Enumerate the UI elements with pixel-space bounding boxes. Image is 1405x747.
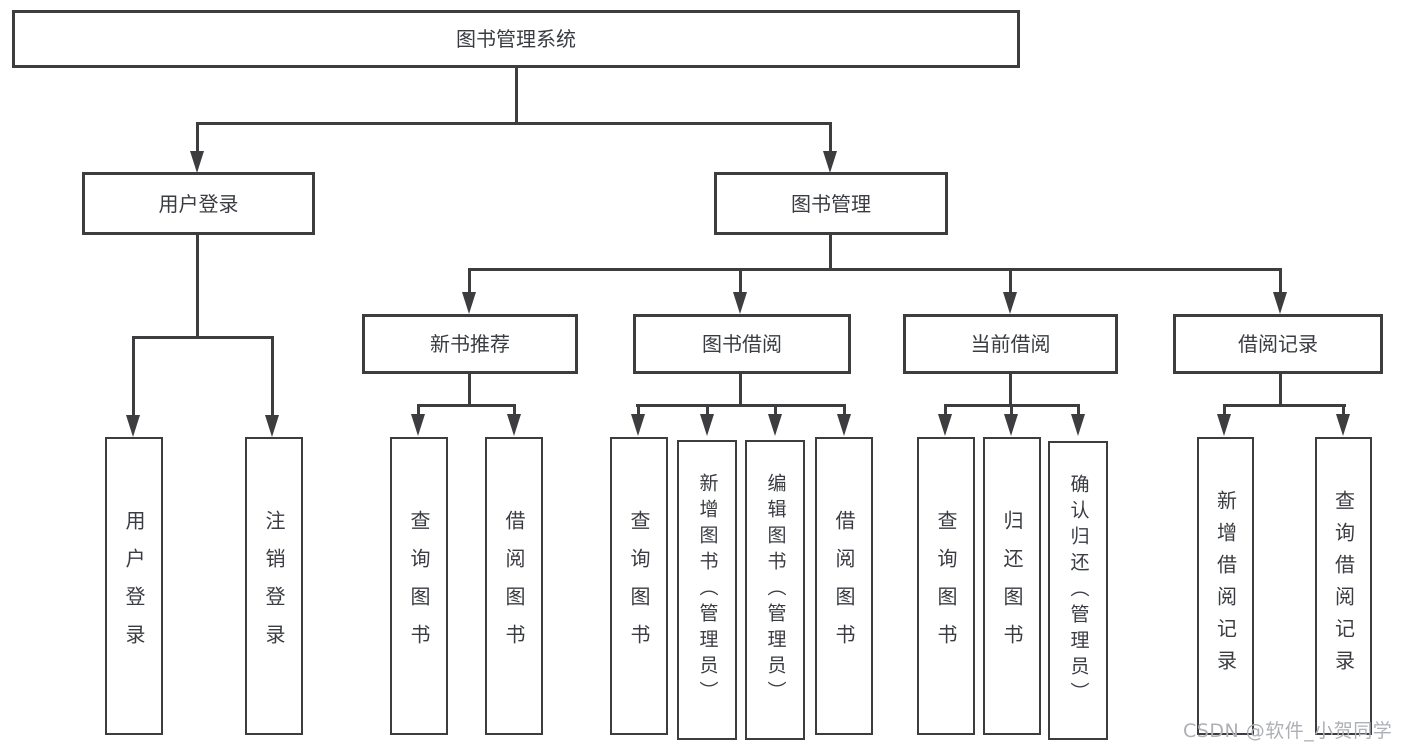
arrow-down-icon xyxy=(837,414,851,436)
leaf-query-book-recommend: 查询图书 xyxy=(390,437,448,735)
connector-to-current-borrow xyxy=(1009,268,1012,294)
arrow-down-icon xyxy=(733,292,747,314)
connector-to-book-mgmt xyxy=(829,122,832,154)
arrow-down-icon xyxy=(126,415,140,437)
connector-leaf xyxy=(637,404,640,416)
arrow-down-icon xyxy=(700,414,714,436)
arrow-down-icon xyxy=(823,151,837,173)
connector-leaf xyxy=(1010,404,1013,416)
connector-root-hline xyxy=(196,122,832,125)
connector-new-book-rec-hline xyxy=(417,404,516,407)
connector-leaf xyxy=(1223,404,1226,416)
leaf-add-borrow-record: 新增借阅记录 xyxy=(1197,437,1254,735)
node-borrowing-records: 借阅记录 xyxy=(1173,314,1383,374)
connector-to-user-login xyxy=(196,122,199,154)
connector-to-new-book-rec xyxy=(468,268,471,294)
leaf-query-book-current: 查询图书 xyxy=(917,437,975,735)
leaf-return-book: 归还图书 xyxy=(983,437,1041,735)
node-book-borrowing: 图书借阅 xyxy=(633,314,851,374)
connector-leaf xyxy=(843,404,846,416)
arrow-down-icon xyxy=(462,292,476,314)
arrow-down-icon xyxy=(507,414,521,436)
connector-book-mgmt-hline xyxy=(468,268,1281,271)
connector-borrow-record-stem xyxy=(1279,374,1282,407)
connector-to-book-borrow xyxy=(739,268,742,294)
arrow-down-icon xyxy=(768,414,782,436)
node-current-borrowing: 当前借阅 xyxy=(903,314,1118,374)
connector-user-login-stem xyxy=(196,235,199,339)
connector-new-book-rec-stem xyxy=(468,374,471,407)
connector-book-mgmt-stem xyxy=(829,235,832,271)
connector-to-leaf-user-login xyxy=(132,336,135,418)
leaf-borrow-book: 借阅图书 xyxy=(815,437,873,735)
connector-leaf xyxy=(1077,404,1080,416)
leaf-edit-book-admin: 编辑图书（管理员） xyxy=(745,440,805,740)
arrow-down-icon xyxy=(1004,414,1018,436)
arrow-down-icon xyxy=(265,415,279,437)
arrow-down-icon xyxy=(1336,414,1350,436)
arrow-down-icon xyxy=(190,151,204,173)
arrow-down-icon xyxy=(1003,292,1017,314)
leaf-user-login: 用户登录 xyxy=(105,437,163,735)
connector-to-leaf-logout xyxy=(271,336,274,418)
connector-leaf xyxy=(706,404,709,416)
leaf-query-borrow-record: 查询借阅记录 xyxy=(1315,437,1372,735)
arrow-down-icon xyxy=(631,414,645,436)
leaf-logout: 注销登录 xyxy=(245,437,303,735)
arrow-down-icon xyxy=(1217,414,1231,436)
node-user-login: 用户登录 xyxy=(82,172,315,235)
leaf-add-book-admin: 新增图书（管理员） xyxy=(677,440,737,740)
connector-to-borrow-record xyxy=(1279,268,1282,294)
node-library-system: 图书管理系统 xyxy=(12,10,1020,68)
leaf-borrow-book-recommend: 借阅图书 xyxy=(485,437,543,735)
watermark: CSDN @软件_小贺同学 xyxy=(1183,720,1393,742)
arrow-down-icon xyxy=(938,414,952,436)
connector-leaf xyxy=(944,404,947,416)
connector-leaf xyxy=(417,404,420,416)
connector-borrow-record-hline xyxy=(1223,404,1346,407)
arrow-down-icon xyxy=(411,414,425,436)
connector-leaf xyxy=(1342,404,1345,416)
leaf-query-book-borrowing: 查询图书 xyxy=(610,437,668,735)
leaf-confirm-return-admin: 确认归还（管理员） xyxy=(1048,441,1108,740)
connector-leaf xyxy=(774,404,777,416)
arrow-down-icon xyxy=(1071,414,1085,436)
node-new-book-recommend: 新书推荐 xyxy=(362,314,578,374)
connector-root-stem xyxy=(515,68,518,122)
connector-current-borrow-stem xyxy=(1009,374,1012,407)
node-book-management: 图书管理 xyxy=(714,172,948,235)
connector-user-login-hline xyxy=(132,336,274,339)
connector-leaf xyxy=(513,404,516,416)
connector-book-borrow-stem xyxy=(739,374,742,407)
arrow-down-icon xyxy=(1273,292,1287,314)
connector-book-borrow-hline xyxy=(636,404,846,407)
